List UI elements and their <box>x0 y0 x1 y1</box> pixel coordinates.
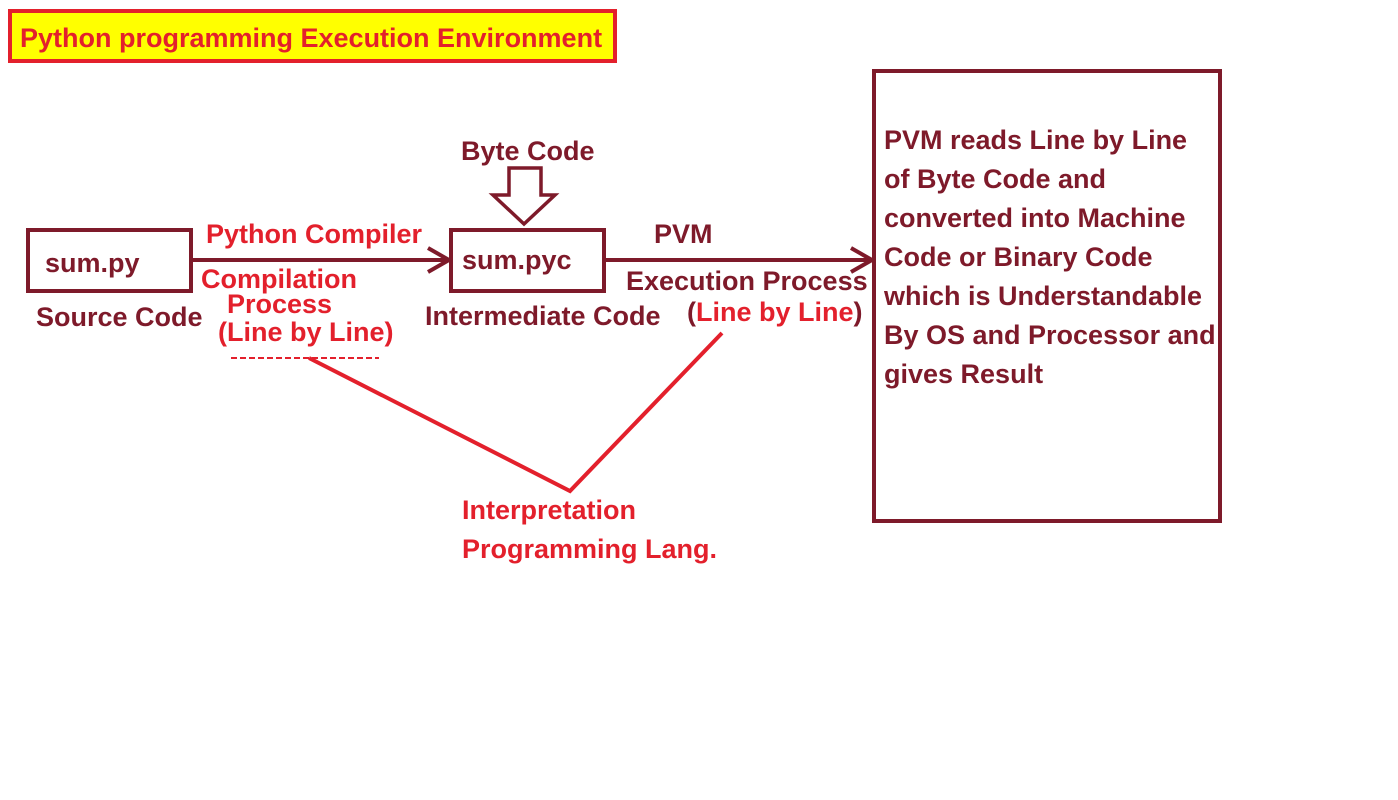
compilation-label: Compilation <box>201 264 357 294</box>
programming-lang-label: Programming Lang. <box>462 534 718 564</box>
page-title: Python programming Execution Environment <box>20 23 603 53</box>
interpretation-connector <box>308 331 724 494</box>
pvm-desc-line: By OS and Processor and <box>884 320 1216 350</box>
line-by-line-label: (Line by Line) <box>218 317 394 347</box>
intermediate-file-box: sum.pyc <box>449 228 606 293</box>
source-file-box: sum.py <box>26 228 193 293</box>
byte-code-label: Byte Code <box>461 136 595 166</box>
paren-close: ) <box>853 297 863 327</box>
process-label: Process <box>227 289 333 319</box>
pvm-desc-line: gives Result <box>884 359 1044 389</box>
execution-process-label: Execution Process <box>626 266 868 296</box>
line-by-line-text: Line by Line <box>696 297 854 327</box>
pvm-desc-line: PVM reads Line by Line <box>884 125 1188 155</box>
source-code-label: Source Code <box>36 302 203 332</box>
pvm-desc-line: which is Understandable <box>884 281 1203 311</box>
compiler-label: Python Compiler <box>206 219 423 249</box>
pvm-description: PVM reads Line by Line of Byte Code and … <box>884 121 1224 394</box>
pvm-description-box: PVM reads Line by Line of Byte Code and … <box>872 69 1222 523</box>
intermediate-file-name: sum.pyc <box>462 245 572 275</box>
byte-code-down-arrow <box>488 166 560 227</box>
pvm-desc-line: of Byte Code and <box>884 164 1107 194</box>
pvm-label: PVM <box>654 219 713 249</box>
intermediate-code-label: Intermediate Code <box>425 301 661 331</box>
source-file-name: sum.py <box>45 248 140 278</box>
execution-line-by-line: (Line by Line) <box>687 297 863 328</box>
interpretation-label: Interpretation <box>462 495 637 525</box>
pvm-desc-line: Code or Binary Code <box>884 242 1153 272</box>
paren-open: ( <box>687 297 696 327</box>
title-banner: Python programming Execution Environment <box>8 9 617 63</box>
pvm-desc-line: converted into Machine <box>884 203 1186 233</box>
